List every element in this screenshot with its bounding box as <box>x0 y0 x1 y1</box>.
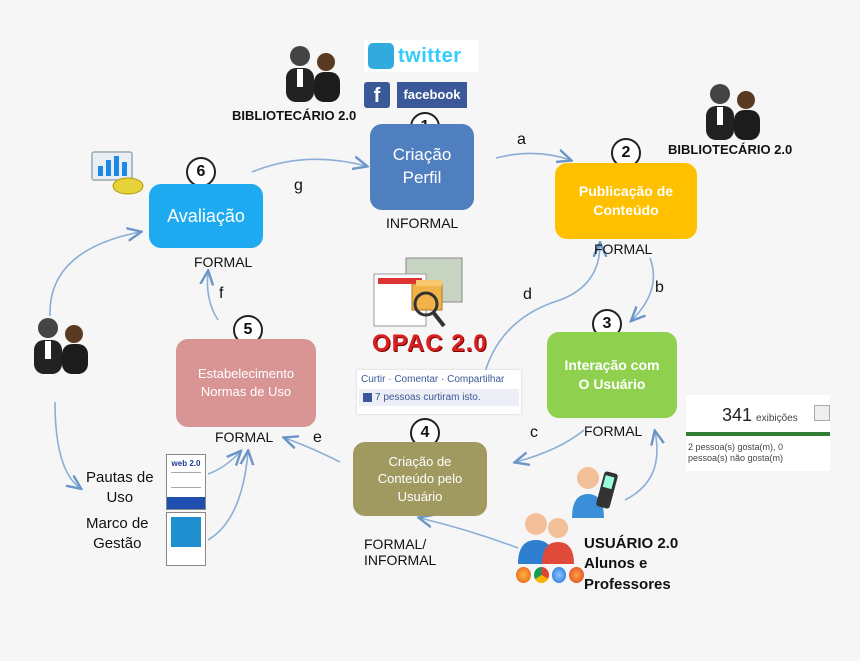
doc2-label: Marco de Gestão <box>86 515 149 552</box>
librarians-right-icon <box>700 80 766 142</box>
doc2-thumbnail <box>166 512 206 566</box>
likes-bar <box>686 432 830 436</box>
doc1-title: web 2.0 <box>171 459 201 468</box>
twitter-wordmark: twitter <box>398 44 462 67</box>
edge-label-c: c <box>530 424 538 441</box>
arrow-user-to-3 <box>624 432 657 501</box>
node-6-label: Avaliação <box>167 205 245 226</box>
node-avaliacao: Avaliação <box>149 184 263 248</box>
chart-monitor-icon <box>90 150 144 196</box>
ie-icon <box>551 567 567 583</box>
node-publicacao-conteudo: Publicação de Conteúdo <box>555 163 697 239</box>
mobile-user-icon <box>570 462 620 520</box>
views-unit: exibições <box>756 413 798 424</box>
edge-label-a: a <box>517 131 526 148</box>
arrow-f <box>207 272 219 321</box>
librarian-right-label: BIBLIOTECÁRIO 2.0 <box>668 142 793 157</box>
arrow-b <box>632 257 655 320</box>
thumbs-up-icon <box>363 392 372 402</box>
doc1-label: Pautas de Uso <box>86 469 154 506</box>
firefox-icon-2 <box>569 567 584 583</box>
node-5-tag: FORMAL <box>215 429 274 445</box>
twitter-bird-icon <box>368 43 394 69</box>
opac-screens-icon <box>372 256 464 332</box>
facebook-like-widget: Curtir · Comentar · Compartilhar 7 pesso… <box>357 370 521 414</box>
edge-label-g: g <box>294 177 303 194</box>
node-5-label: Estabelecimento Normas de Uso <box>197 366 295 399</box>
node-criacao-perfil: Criação Perfil <box>370 124 474 210</box>
node-estabelecimento-normas: Estabelecimento Normas de Uso <box>176 339 316 427</box>
facebook-f-icon: f <box>364 82 390 108</box>
node-3-tag: FORMAL <box>584 423 643 439</box>
node-4-tag: FORMAL/ INFORMAL <box>364 536 437 568</box>
users-group-icon <box>516 510 576 566</box>
arrow-doc2-to-5 <box>207 452 248 541</box>
node-2-label: Publicação de Conteúdo <box>578 183 674 218</box>
node-1-label: Criação Perfil <box>392 145 452 187</box>
doc1-thumbnail: web 2.0 <box>166 454 206 510</box>
people-left-icon <box>28 314 94 376</box>
views-stats-widget: 341 exibições 2 pessoa(s) gosta(m), 0 pe… <box>686 395 830 471</box>
facebook-wordmark: facebook <box>397 82 467 108</box>
opac-title: OPAC 2.0 <box>372 330 488 357</box>
stats-chart-icon[interactable] <box>813 405 830 421</box>
node-1-tag: INFORMAL <box>386 215 459 231</box>
node-3-label: Interação com O Usuário <box>564 357 660 392</box>
edge-label-d: d <box>523 286 532 303</box>
fb-likes: 7 pessoas curtiram isto. <box>359 389 519 406</box>
librarian-top-label: BIBLIOTECÁRIO 2.0 <box>232 108 357 123</box>
node-2-tag: FORMAL <box>594 241 653 257</box>
user-label: USUÁRIO 2.0 Alunos e Professores <box>584 535 679 593</box>
arrow-people-to-6 <box>49 232 140 317</box>
arrow-people-to-docs <box>54 401 80 488</box>
fb-likes-text: 7 pessoas curtiram isto. <box>375 392 481 403</box>
browser-icons <box>516 567 584 585</box>
firefox-icon <box>516 567 531 583</box>
librarians-top-icon <box>278 42 348 104</box>
likes-text: 2 pessoa(s) gosta(m), 0 pessoa(s) não go… <box>688 442 784 464</box>
fb-actions[interactable]: Curtir · Comentar · Compartilhar <box>361 374 505 385</box>
edge-label-e: e <box>313 429 322 446</box>
node-6-number: 6 <box>186 157 216 187</box>
node-4-label: Criação de Conteúdo pelo Usuário <box>377 453 463 504</box>
twitter-logo: twitter <box>364 40 478 72</box>
edge-label-f: f <box>219 285 224 302</box>
edge-label-b: b <box>655 279 664 296</box>
arrow-c <box>516 429 585 462</box>
node-interacao-usuario: Interação com O Usuário <box>547 332 677 418</box>
arrow-g <box>251 159 366 173</box>
node-6-tag: FORMAL <box>194 254 253 270</box>
chrome-icon <box>533 567 549 583</box>
node-criacao-conteudo-usuario: Criação de Conteúdo pelo Usuário <box>353 442 487 516</box>
arrow-doc1-to-5 <box>207 452 240 475</box>
arrow-a <box>495 153 570 160</box>
views-count: 341 <box>722 405 753 425</box>
